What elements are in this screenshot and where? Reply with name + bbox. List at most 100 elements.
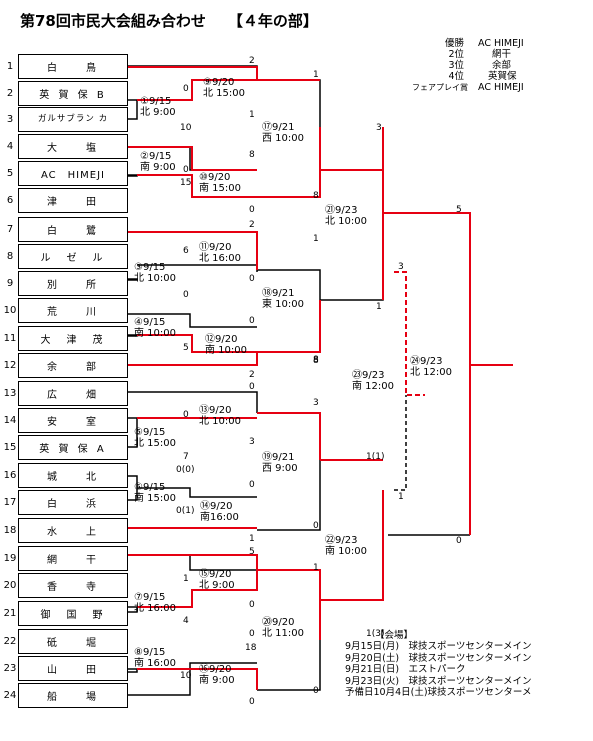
seed-number: 14 [3, 415, 17, 426]
score: 0 [313, 521, 319, 531]
win-m20 [257, 569, 321, 640]
seed-number: 6 [6, 195, 14, 206]
score: 0 [183, 290, 189, 300]
win-m22 [320, 490, 384, 601]
match-label-23: ㉓9/23 南 12:00 [352, 370, 394, 392]
score: 5 [456, 205, 462, 215]
team-box: 白 鷺 [18, 217, 128, 242]
result-row: 3位余部 [412, 60, 524, 71]
page-title: 第78回市民大会組み合わせ【４年の部】 [20, 10, 318, 31]
team-box: ガルサブラン カ [18, 107, 128, 132]
result-label: 4位 [448, 71, 464, 82]
score: 5 [183, 343, 189, 353]
line-m14-black [137, 487, 257, 498]
match-label-13: ⑬9/20 北 10:00 [199, 405, 241, 427]
line-m12-black [128, 313, 257, 328]
match-label-24: ㉔9/23 北 12:00 [410, 356, 452, 378]
team-box: 余 部 [18, 353, 128, 378]
seed-number: 13 [3, 388, 17, 399]
score: 3 [398, 262, 404, 272]
score: 10 [180, 671, 192, 681]
seed-number: 8 [6, 251, 14, 262]
line-m2-black [128, 174, 138, 177]
match-label-11: ⑪9/20 北 16:00 [199, 242, 241, 264]
seed-number: 9 [6, 278, 14, 289]
result-label: 2位 [448, 49, 464, 60]
seed-number: 15 [3, 442, 17, 453]
seed-number: 7 [6, 224, 14, 235]
match-label-16: ⑯9/20 南 9:00 [199, 664, 235, 686]
match-label-21: ㉑9/23 北 10:00 [325, 205, 367, 227]
team-box: ル ゼ ル [18, 244, 128, 269]
result-value: 英賀保 [488, 71, 517, 82]
match-label-18: ⑱9/21 東 10:00 [262, 288, 304, 310]
match-label-12: ⑫9/20 南 10:00 [205, 334, 247, 356]
score: 1 [249, 110, 255, 120]
win-m23 [394, 271, 425, 396]
seed-number: 16 [3, 470, 17, 481]
seed-number: 24 [3, 690, 17, 701]
match-label-15: ⑮9/20 北 9:00 [199, 569, 235, 591]
team-box: 広 畑 [18, 381, 128, 406]
score: 1 [376, 302, 382, 312]
team-box: 山 田 [18, 656, 128, 681]
score: 4 [183, 616, 189, 626]
score: 8 [313, 191, 319, 201]
match-label-14: ⑭9/20 南16:00 [200, 501, 239, 523]
score: 1(3) [366, 629, 385, 639]
team-box: AC HIMEJI [18, 161, 128, 186]
team-box: 水 上 [18, 518, 128, 543]
venue-line: 9月23日(火) 球技スポーツセンターメイン [345, 675, 532, 687]
seed-number: 17 [3, 497, 17, 508]
win-m15-a [128, 554, 258, 570]
score: 3 [249, 437, 255, 447]
match-label-9: ⑨9/20 北 15:00 [203, 77, 245, 99]
result-label: フェアプレイ賞 [412, 83, 468, 92]
score: 18 [245, 643, 257, 653]
team-box: 安 室 [18, 408, 128, 433]
score: 15 [180, 178, 192, 188]
team-box: 荒 川 [18, 298, 128, 323]
venue-info: 【会場】 9月15日(月) 球技スポーツセンターメイン 9月20日(土) 球技ス… [345, 630, 531, 698]
team-box: 御 国 野 [18, 601, 128, 626]
score: 0 [249, 480, 255, 490]
seed-number: 4 [6, 141, 14, 152]
venue-line: 9月15日(月) 球技スポーツセンターメイン [345, 641, 532, 653]
seed-number: 19 [3, 553, 17, 564]
match-label-7: ⑦9/15 北 16:00 [134, 592, 176, 614]
seed-number: 21 [3, 608, 17, 619]
win-m21-a [319, 127, 383, 171]
score: 0(0) [176, 465, 195, 475]
match-label-6: ⑥9/15 南 15:00 [134, 482, 176, 504]
match-label-3: ③9/15 北 10:00 [134, 262, 176, 284]
score: 0 [249, 629, 255, 639]
score: 1(1) [366, 452, 385, 462]
division-label: 【４年の部】 [227, 12, 318, 30]
team-box: 白 浜 [18, 490, 128, 515]
score: 1 [398, 492, 404, 502]
losing-paths [128, 65, 470, 696]
team-box: 英 賀 保 B [18, 81, 128, 106]
seed-number: 12 [3, 360, 17, 371]
team-box: 別 所 [18, 271, 128, 296]
line-m1-black [128, 99, 138, 120]
score: 1 [313, 234, 319, 244]
line-m13-black [128, 391, 258, 413]
score: 0 [183, 165, 189, 175]
win-m16 [137, 668, 258, 690]
win-m15-b [137, 570, 258, 608]
win-m24-a [383, 212, 471, 365]
match-label-19: ⑲9/21 西 9:00 [262, 452, 298, 474]
seed-number: 18 [3, 525, 17, 536]
score: 0 [313, 686, 319, 696]
score: 6 [183, 246, 189, 256]
score: 0 [183, 410, 189, 420]
win-m9 [128, 66, 258, 80]
score: 0(1) [176, 506, 195, 516]
venue-heading: 【会場】 [375, 630, 414, 641]
team-box: 大 津 茂 [18, 326, 128, 351]
seed-number: 2 [6, 88, 14, 99]
line-m16-black [128, 662, 257, 696]
venue-line: 9月21日(日) エストパーク [345, 664, 466, 676]
